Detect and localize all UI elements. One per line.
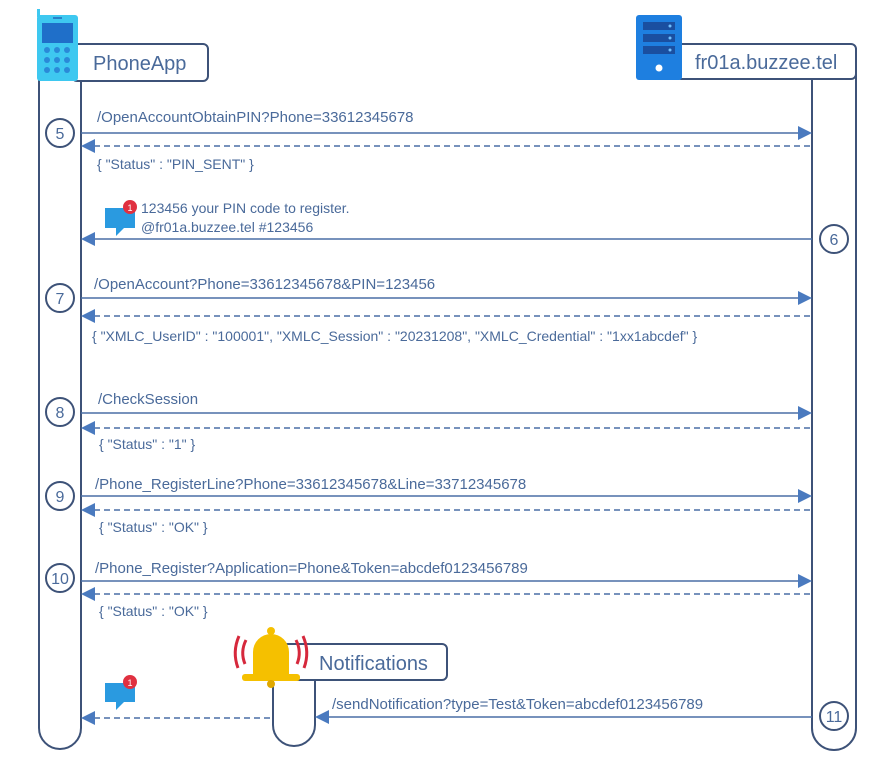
sms-text-line2: @fr01a.buzzee.tel #123456 [141,219,313,235]
step-11-request-label: /sendNotification?type=Test&Token=abcdef… [332,696,703,713]
step-5-request-label: /OpenAccountObtainPIN?Phone=33612345678 [97,109,414,126]
arrowhead-left-icon [81,139,95,153]
step-10-marker [45,563,75,593]
step-8-response-label: { "Status" : "1" } [99,436,195,452]
step-6-marker [819,224,849,254]
arrowhead-right-icon [798,489,812,503]
step-9-marker [45,481,75,511]
arrowhead-left-icon [81,421,95,435]
arrowhead-left-icon [81,309,95,323]
step-5-marker [45,118,75,148]
server-title: fr01a.buzzee.tel [695,52,837,74]
step-11-marker [819,701,849,731]
step-11-number: 11 [826,709,843,726]
bell-icon [233,627,309,688]
arrowhead-left-icon [81,503,95,517]
step-8-number: 8 [56,405,65,422]
step-10-response-label: { "Status" : "OK" } [99,603,208,619]
step-10-number: 10 [51,571,69,588]
step-7-marker [45,283,75,313]
notification-badge [123,675,137,689]
server-icon [636,15,682,80]
arrowhead-right-icon [798,574,812,588]
svg-text:1: 1 [127,203,132,213]
arrowhead-left-icon [315,710,329,724]
arrowhead-right-icon [798,126,812,140]
step-9-response-label: { "Status" : "OK" } [99,519,208,535]
step-7-response-label: { "XMLC_UserID" : "100001", "XMLC_Sessio… [92,328,697,344]
step-5-response-label: { "Status" : "PIN_SENT" } [97,156,254,172]
sms-message-icon: 1 [105,200,137,236]
notifications-lifeline [272,660,316,747]
push-message-icon: 1 [105,675,137,710]
arrowhead-left-icon [81,711,95,725]
step-8-request-label: /CheckSession [98,391,198,408]
arrowhead-right-icon [798,406,812,420]
notifications-title: Notifications [319,653,428,675]
arrowhead-right-icon [798,291,812,305]
phoneapp-title: PhoneApp [93,53,186,75]
server-lifeline [811,60,857,751]
sms-text-line1: 123456 your PIN code to register. [141,200,350,216]
arrowhead-left-icon [81,587,95,601]
step-9-number: 9 [56,489,65,506]
step-9-request-label: /Phone_RegisterLine?Phone=33612345678&Li… [95,476,526,493]
notification-badge [123,200,137,214]
step-6-number: 6 [830,232,839,249]
step-5-number: 5 [56,126,65,143]
step-10-request-label: /Phone_Register?Application=Phone&Token=… [95,560,528,577]
step-7-number: 7 [56,291,65,308]
step-8-marker [45,397,75,427]
step-7-request-label: /OpenAccount?Phone=33612345678&PIN=12345… [94,276,435,293]
mobile-phone-icon [37,9,78,81]
arrowhead-left-icon [81,232,95,246]
svg-text:1: 1 [127,678,132,688]
